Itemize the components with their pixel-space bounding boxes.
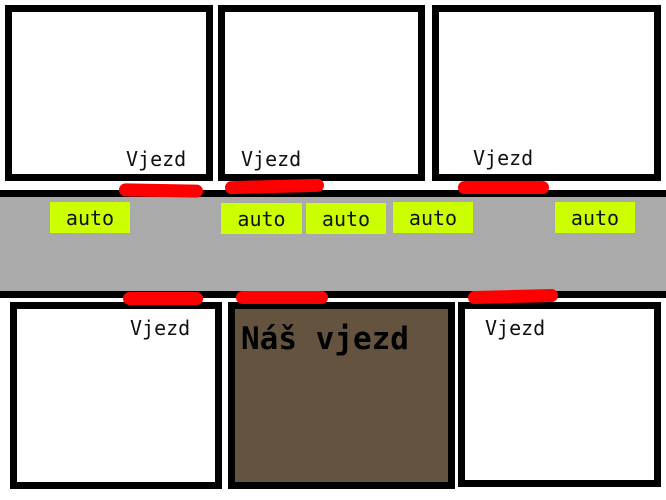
driveway-label-top-2: Vjezd [241, 147, 302, 171]
driveway-marker-bottom-1 [123, 292, 203, 305]
bottom-lot-1 [10, 302, 222, 489]
driveway-marker-top-1 [118, 183, 204, 198]
driveway-marker-bottom-3 [467, 288, 559, 305]
bottom-lot-3 [458, 302, 661, 487]
driveway-label-top-3: Vjezd [473, 146, 534, 170]
driveway-marker-bottom-2 [236, 291, 328, 304]
driveway-marker-top-3 [458, 181, 549, 194]
car-1: auto [50, 202, 130, 233]
our-lot [228, 302, 455, 489]
car-3: auto [306, 203, 386, 234]
our-driveway-label: Náš vjezd [241, 321, 409, 357]
driveway-label-bottom-1: Vjezd [130, 316, 191, 340]
driveway-label-bottom-3: Vjezd [485, 316, 546, 340]
top-lot-1 [5, 5, 213, 181]
driveway-marker-top-2 [224, 178, 325, 195]
car-4: auto [393, 202, 473, 233]
car-5: auto [555, 202, 635, 233]
car-2: auto [221, 203, 302, 234]
driveway-label-top-1: Vjezd [126, 147, 187, 171]
top-lot-2 [218, 5, 425, 181]
top-lot-3 [432, 5, 661, 181]
